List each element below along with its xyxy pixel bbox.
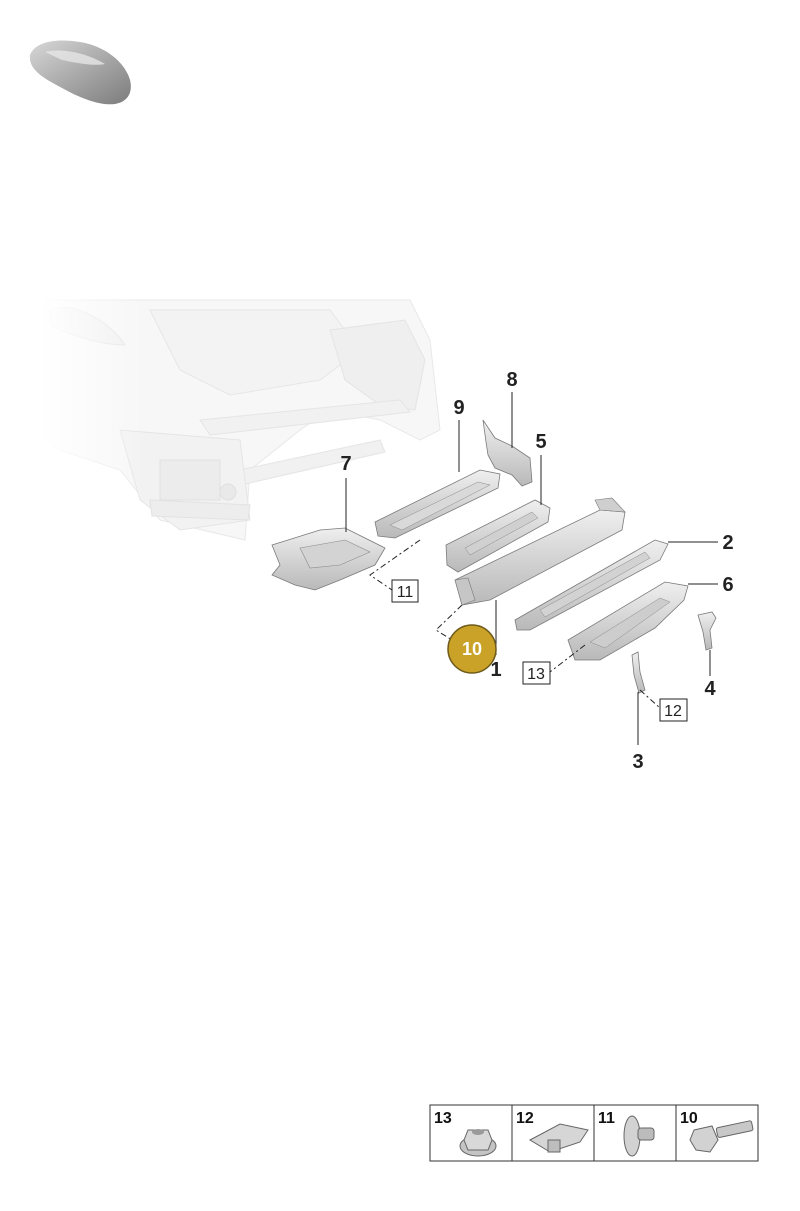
- legend-label-10: 10: [680, 1110, 698, 1127]
- highlight-label: 10: [462, 639, 482, 659]
- fade-overlay: [40, 295, 460, 555]
- car-silhouette-icon: [29, 40, 131, 105]
- part-2-bar: [514, 539, 669, 631]
- boxed-ref-11: 11: [397, 584, 414, 601]
- part-9-tray: [374, 469, 501, 539]
- callout-9: 9: [453, 397, 464, 419]
- part-4-clip: [697, 611, 717, 651]
- legend-label-11: 11: [598, 1110, 615, 1127]
- boxed-ref-13: 13: [527, 666, 545, 683]
- part-6-panel: [567, 581, 689, 661]
- legend-item-11[interactable]: 11: [598, 1110, 655, 1157]
- legend-item-13[interactable]: 13: [434, 1110, 497, 1157]
- boxed-ref-12: 12: [664, 703, 682, 720]
- callout-2: 2: [722, 532, 733, 554]
- callout-8: 8: [506, 369, 517, 391]
- part-3-clip: [631, 651, 646, 694]
- part-7-left-shield: [271, 527, 386, 591]
- legend-label-12: 12: [516, 1110, 534, 1127]
- part-8-bracket: [482, 419, 533, 487]
- flange-nut-icon: [459, 1129, 497, 1157]
- callout-1: 1: [490, 659, 501, 681]
- callout-5: 5: [535, 431, 546, 453]
- callout-7: 7: [340, 453, 351, 475]
- callout-6: 6: [722, 574, 733, 596]
- boxed-refs: 11 13 12: [391, 579, 688, 722]
- flange-bolt-icon: [689, 1120, 754, 1153]
- legend-item-12[interactable]: 12: [516, 1110, 589, 1153]
- legend-item-10[interactable]: 10: [680, 1110, 754, 1153]
- part-5-deflector: [445, 499, 551, 573]
- callout-labels: 7 9 8 5 2 6 1 4 3: [340, 369, 733, 773]
- expanding-rivet-icon: [623, 1115, 655, 1157]
- highlighted-part-10[interactable]: 10: [447, 624, 497, 674]
- spring-clip-icon: [528, 1123, 589, 1153]
- legend-label-13: 13: [434, 1110, 452, 1127]
- legend-table: 13 12 11 10: [429, 1104, 759, 1162]
- callout-4: 4: [704, 678, 716, 700]
- callout-3: 3: [632, 751, 643, 773]
